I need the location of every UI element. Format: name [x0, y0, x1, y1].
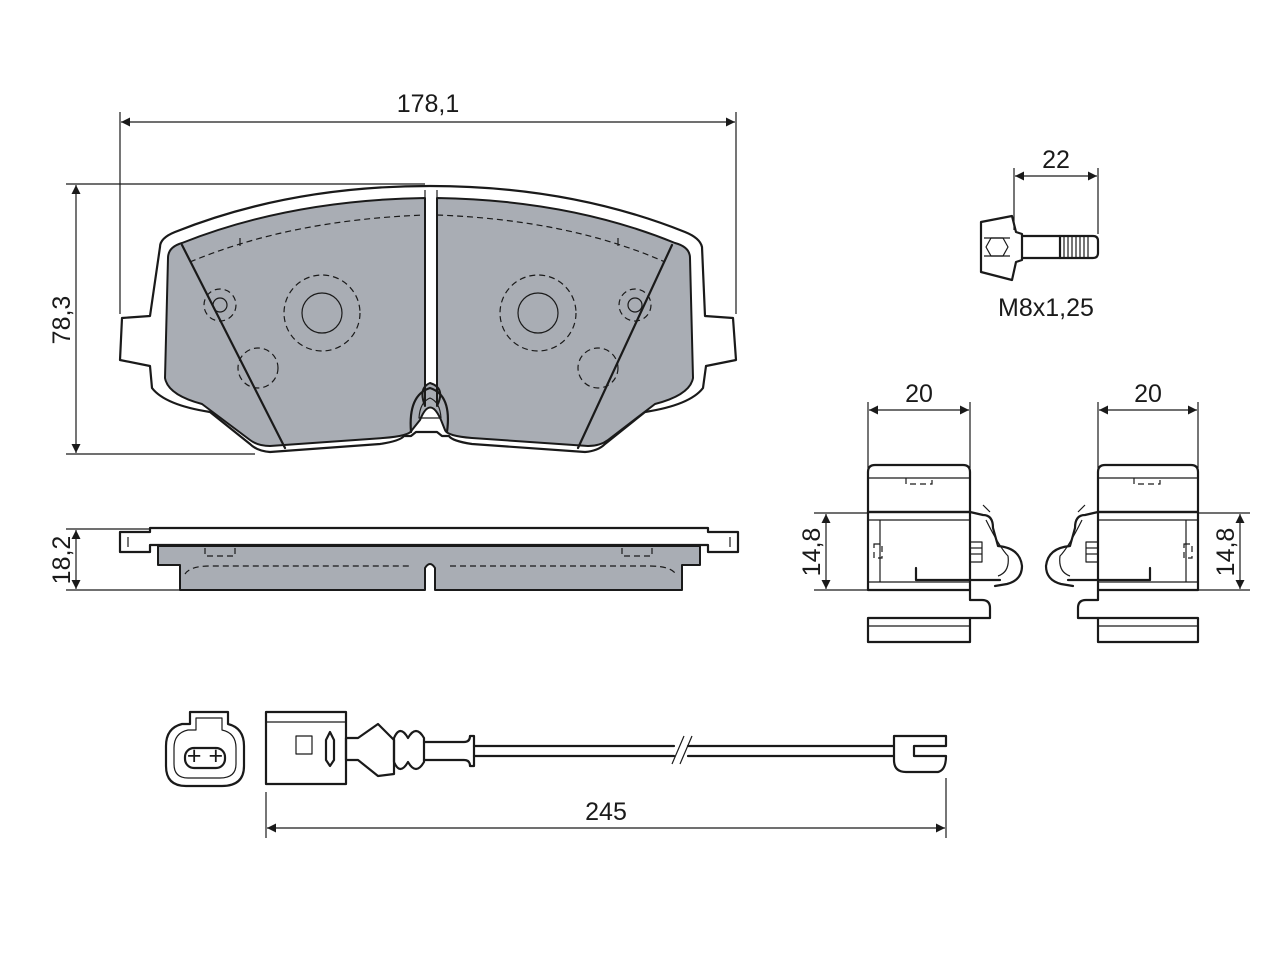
friction-material [164, 197, 694, 447]
connector-pins: + + [187, 742, 223, 770]
dim-clip-right-width: 20 [1097, 380, 1199, 468]
chamfer-slot-right [576, 243, 674, 450]
backing-plate-outline [118, 184, 738, 454]
label-pad-thickness: 18,2 [48, 536, 76, 585]
label-pad-height: 78,3 [48, 296, 76, 345]
pad-front-view [118, 184, 738, 454]
inner-dashed-contour [189, 214, 666, 263]
label-clip-right-width: 20 [1134, 380, 1162, 408]
dim-clip-right-height: 14,8 [1198, 512, 1250, 591]
label-clip-right-height: 14,8 [1212, 528, 1240, 577]
connector-face: + + [164, 710, 246, 788]
dim-pad-thickness: 18,2 [48, 528, 180, 591]
clip-left [866, 463, 1024, 644]
label-bolt-length: 22 [1042, 146, 1070, 174]
pad-side-view [118, 526, 740, 591]
wear-sensor [264, 710, 948, 786]
dim-clip-left-width: 20 [867, 380, 971, 468]
dim-bolt-length: 22 [1013, 146, 1099, 234]
dim-pad-width: 178,1 [119, 90, 737, 314]
dim-clip-left-height: 14,8 [798, 512, 868, 591]
chamfer-slot-left [180, 243, 287, 450]
dim-sensor-length: 245 [265, 778, 947, 838]
label-clip-left-height: 14,8 [798, 528, 826, 577]
dim-pad-height: 78,3 [48, 183, 425, 455]
label-pad-width: 178,1 [397, 90, 460, 118]
clip-right [1044, 463, 1200, 644]
label-clip-left-width: 20 [905, 380, 933, 408]
label-sensor-length: 245 [585, 798, 627, 826]
label-bolt-thread: M8x1,25 [998, 294, 1094, 322]
bolt-thread-hatching [1063, 237, 1089, 257]
bolt [979, 214, 1100, 282]
